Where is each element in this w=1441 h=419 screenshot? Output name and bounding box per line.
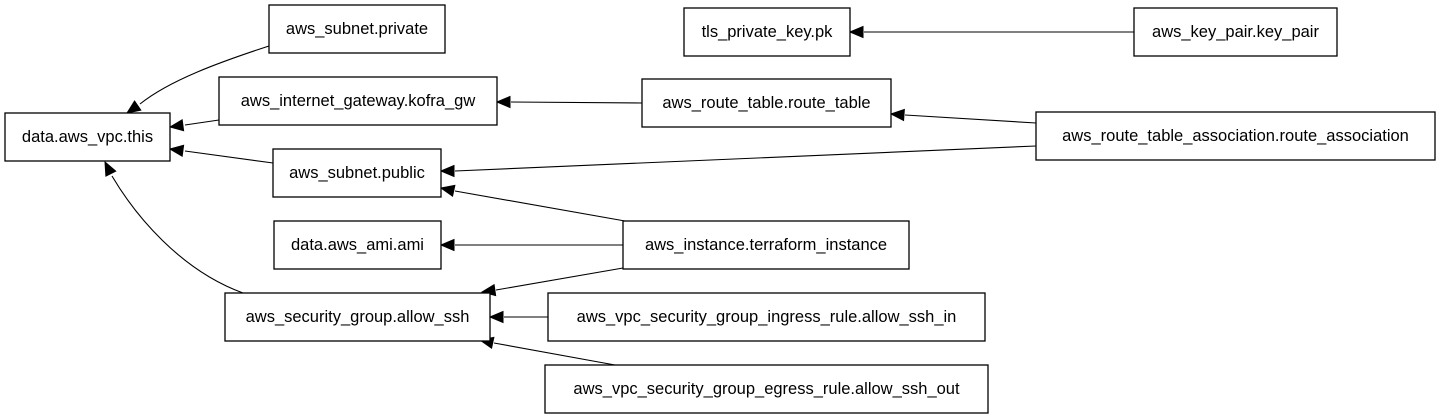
node-box	[272, 148, 442, 198]
node-sg[interactable]: aws_security_group.allow_ssh	[224, 292, 491, 342]
node-label: tls_private_key.pk	[702, 23, 834, 41]
edge-line	[904, 114, 1037, 124]
arrowhead-icon	[104, 160, 117, 177]
edge-line	[495, 267, 624, 291]
node-box	[4, 112, 171, 162]
arrowhead-icon	[168, 144, 185, 157]
node-keypair[interactable]: aws_key_pair.key_pair	[1133, 7, 1338, 57]
node-label: data.aws_ami.ami	[291, 236, 424, 254]
edge-line	[139, 45, 270, 105]
edge-instance-to-sg	[480, 267, 624, 297]
edge-ingress-to-sg	[488, 310, 548, 324]
edge-line	[454, 145, 1037, 172]
edge-instance-to-ami	[439, 238, 623, 252]
edge-line	[493, 342, 616, 366]
node-box	[273, 220, 442, 270]
node-igw[interactable]: aws_internet_gateway.kofra_gw	[218, 76, 498, 126]
arrowhead-icon	[889, 108, 905, 122]
node-label: aws_vpc_security_group_egress_rule.allow…	[573, 380, 960, 398]
edge-subnet_public-to-vpc	[168, 144, 274, 164]
node-tls[interactable]: tls_private_key.pk	[683, 7, 851, 57]
edge-instance-to-subnet_public	[439, 184, 626, 222]
node-subnet-public[interactable]: aws_subnet.public	[272, 148, 442, 198]
nodes-layer: data.aws_vpc.this aws_subnet.private aws_i…	[4, 4, 1436, 414]
arrowhead-icon	[495, 95, 511, 109]
arrowhead-icon	[168, 119, 185, 132]
edge-subnet_private-to-vpc	[125, 45, 270, 114]
node-ingress[interactable]: aws_vpc_security_group_ingress_rule.allo…	[547, 292, 986, 342]
arrowhead-icon	[439, 184, 456, 197]
arrowhead-icon	[848, 25, 864, 39]
node-box	[1133, 7, 1338, 57]
node-label: data.aws_vpc.this	[22, 128, 153, 146]
node-box	[218, 76, 498, 126]
node-label: aws_key_pair.key_pair	[1152, 23, 1319, 41]
arrowhead-icon	[439, 238, 455, 252]
edge-sg-to-vpc	[104, 160, 244, 294]
node-box	[622, 220, 910, 270]
node-box	[544, 364, 989, 414]
edge-igw-to-vpc	[168, 119, 220, 132]
node-box	[1035, 111, 1436, 161]
edge-rt-to-igw	[495, 95, 643, 109]
node-box	[268, 4, 446, 54]
edge-rta-to-subnet_public	[439, 145, 1037, 178]
node-box	[547, 292, 986, 342]
node-subnet-private[interactable]: aws_subnet.private	[268, 4, 446, 54]
node-box	[224, 292, 491, 342]
edge-line	[111, 175, 244, 294]
node-ami[interactable]: data.aws_ami.ami	[273, 220, 442, 270]
node-box	[641, 78, 892, 128]
node-label: aws_security_group.allow_ssh	[246, 308, 470, 326]
node-instance[interactable]: aws_instance.terraform_instance	[622, 220, 910, 270]
arrowhead-icon	[125, 100, 142, 114]
edge-keypair-to-tls	[848, 25, 1134, 39]
node-label: aws_subnet.public	[289, 164, 425, 182]
node-label: aws_route_table.route_table	[662, 94, 870, 112]
node-label: aws_instance.terraform_instance	[645, 236, 887, 254]
arrowhead-icon	[488, 310, 504, 324]
node-rt[interactable]: aws_route_table.route_table	[641, 78, 892, 128]
edge-line	[184, 119, 220, 126]
arrowhead-icon	[439, 164, 455, 178]
edge-line	[184, 150, 274, 164]
node-label: aws_internet_gateway.kofra_gw	[241, 92, 476, 110]
edge-line	[510, 101, 643, 104]
node-rta[interactable]: aws_route_table_association.route_associ…	[1035, 111, 1436, 161]
node-vpc[interactable]: data.aws_vpc.this	[4, 112, 171, 162]
edges-layer	[104, 25, 1134, 366]
node-egress[interactable]: aws_vpc_security_group_egress_rule.allow…	[544, 364, 989, 414]
node-box	[683, 7, 851, 57]
edge-rta-to-rt	[889, 108, 1037, 124]
node-label: aws_subnet.private	[286, 20, 428, 38]
edge-line	[454, 190, 626, 222]
node-label: aws_route_table_association.route_associ…	[1062, 127, 1409, 145]
node-label: aws_vpc_security_group_ingress_rule.allo…	[577, 308, 957, 326]
